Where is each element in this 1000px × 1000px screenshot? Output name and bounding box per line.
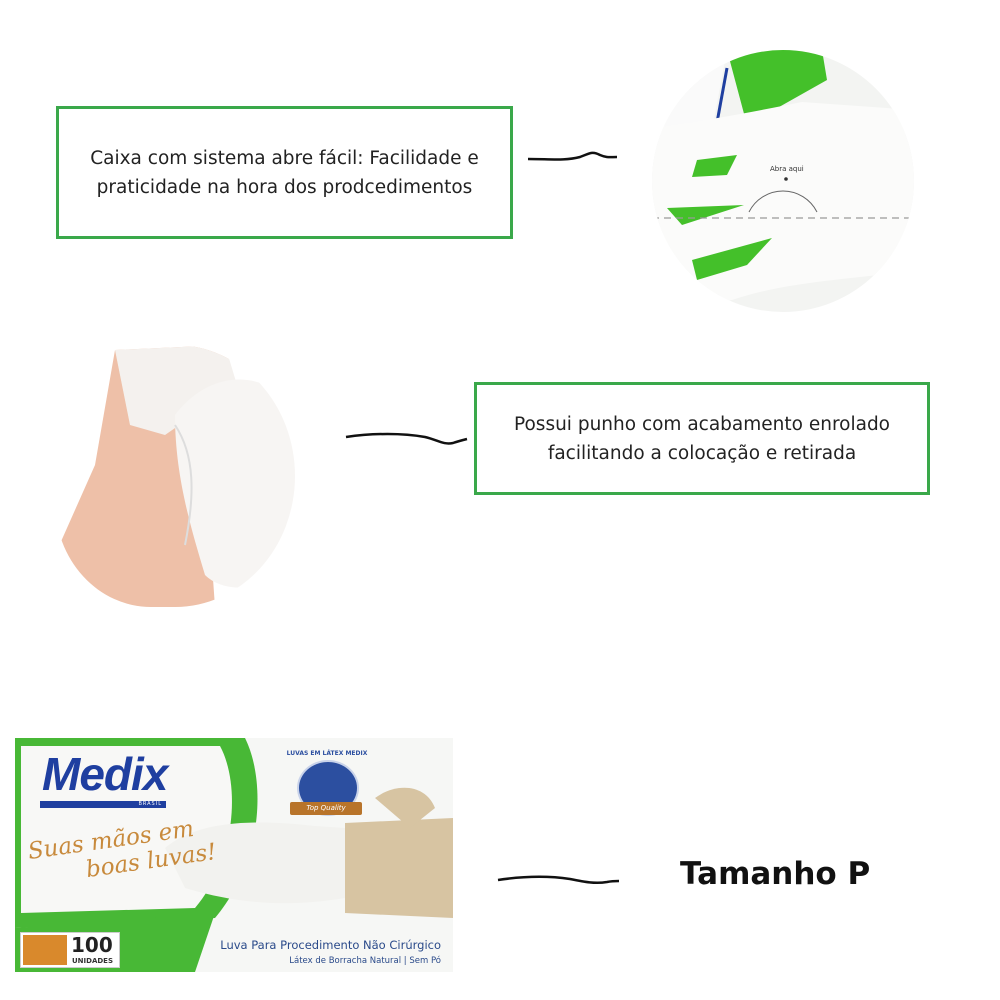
arm-with-glove-illustration <box>55 345 295 607</box>
brand-logo: Medix <box>42 748 168 800</box>
brand-sub: BRASIL <box>40 801 166 808</box>
callout-line: facilitando a colocação e retirada <box>547 442 857 464</box>
product-material: Látex de Borracha Natural | Sem Pó <box>289 956 441 966</box>
feature-callout-easy-open: Caixa com sistema abre fácil: Facilidade… <box>56 106 513 239</box>
easy-open-detail-image: Abra aqui <box>652 50 914 312</box>
glove-open-detail-illustration <box>652 50 914 312</box>
unit-count-badge: 100 UNIDADES <box>20 932 120 968</box>
callout-line: Caixa com sistema abre fácil: Facilidade… <box>90 147 479 169</box>
count-swatch <box>23 935 67 965</box>
unit-label: UNIDADES <box>72 957 114 965</box>
connector-squiggle <box>527 151 618 161</box>
product-description: Luva Para Procedimento Não Cirúrgico <box>220 938 441 952</box>
connector-squiggle <box>497 875 620 885</box>
feature-callout-rolled-cuff: Possui punho com acabamento enrolado fac… <box>474 382 930 495</box>
unit-count: 100 <box>71 933 113 957</box>
connector-squiggle <box>345 432 468 445</box>
callout-line: Possui punho com acabamento enrolado <box>513 413 891 435</box>
product-box-image: Medix BRASIL Suas mãos em boas luvas! LU… <box>15 738 453 972</box>
callout-line: praticidade na hora dos prodcedimentos <box>96 176 473 198</box>
seal-text: LUVAS EM LÁTEX MEDIX <box>286 750 368 757</box>
seal-ribbon: Top Quality <box>290 802 362 815</box>
open-here-label: Abra aqui <box>770 165 804 173</box>
size-label: Tamanho P <box>680 856 871 892</box>
rolled-cuff-image <box>55 345 295 607</box>
